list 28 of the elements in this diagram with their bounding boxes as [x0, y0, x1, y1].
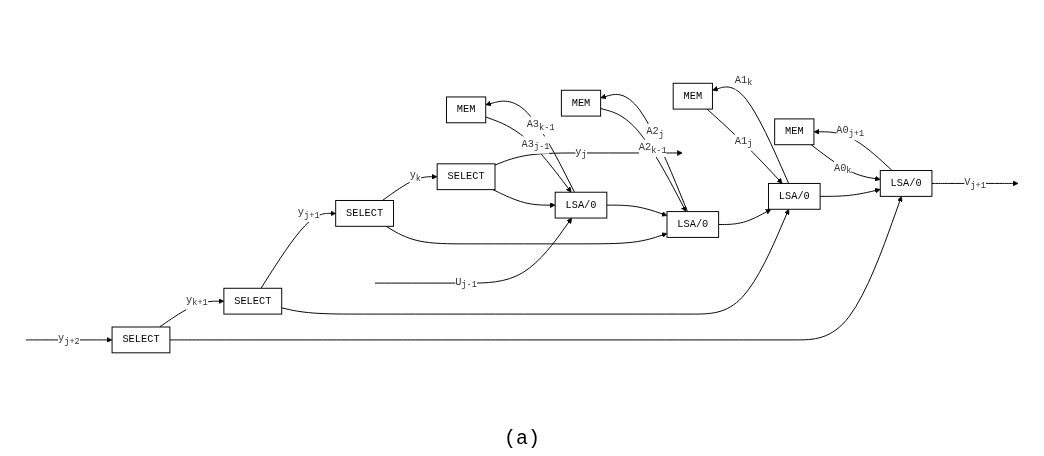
edge-label: A1$_{k}$	[734, 74, 753, 88]
figure-caption: (a)	[504, 426, 540, 452]
node-box: MEM	[446, 96, 487, 124]
node-box: LSA/0	[768, 182, 821, 210]
edge-label: A2$_{j}$	[646, 125, 664, 140]
edge-label: A3$_{j-1}$	[521, 138, 550, 152]
node-box: SELECT	[335, 200, 394, 227]
node-box: SELECT	[223, 287, 283, 315]
node-box: SELECT	[111, 326, 171, 354]
edge-label: y$_{j+2}$	[58, 333, 80, 347]
edge-label: y$_{k}$	[409, 169, 422, 184]
node-box: MEM	[560, 89, 602, 117]
node-box: MEM	[774, 118, 815, 146]
node-box: SELECT	[436, 163, 496, 191]
edge-label: A0$_{k}$	[833, 162, 852, 176]
edge-label: A1$_{j}$	[734, 135, 753, 149]
edge-label: y$_{j}$	[575, 146, 587, 160]
node-box: MEM	[672, 82, 713, 110]
edge-label: A2$_{k-1}$	[638, 141, 667, 156]
edge-label: V$_{j+1}$	[964, 176, 986, 191]
edge-label: U$_{j-1}$	[455, 276, 477, 290]
edge-label: A0$_{j+1}$	[836, 124, 865, 139]
edge-label: y$_{j+1}$	[297, 206, 320, 221]
edge-label: y$_{k+1}$	[186, 294, 208, 309]
edge-label: A3$_{k-1}$	[526, 118, 555, 133]
node-box: LSA/0	[879, 170, 933, 197]
node-box: LSA/0	[554, 191, 608, 219]
node-box: LSA/0	[666, 211, 720, 238]
